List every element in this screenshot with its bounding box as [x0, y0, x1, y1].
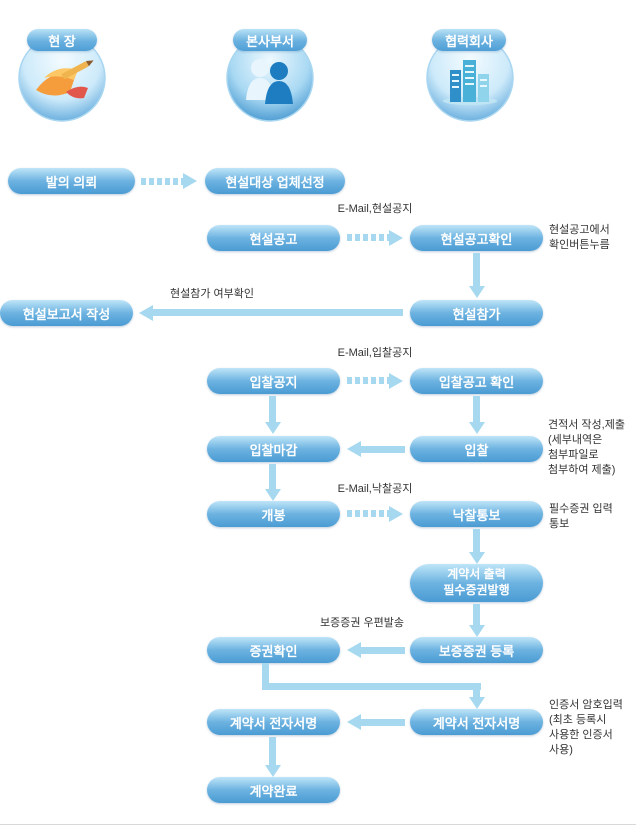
node-site-notice-check: 현설공고확인: [410, 225, 543, 251]
node-bid-notice: 입찰공지: [207, 368, 340, 394]
note-bid: 견적서 작성,제출 (세부내역은 첨부파일로 첨부하여 제출): [548, 419, 625, 476]
node-contract-print: 계약서 출력 필수증권발행: [410, 564, 543, 602]
node-bid-notice-check: 입찰공고 확인: [410, 368, 543, 394]
node-esign-hq: 계약서 전자서명: [207, 709, 340, 735]
node-bond-check: 증권확인: [207, 637, 340, 663]
note-esign: 인증서 암호입력 (최초 등록시 사용한 인증서 사용): [549, 699, 623, 756]
label-join-confirm: 현설참가 여부확인: [169, 288, 254, 300]
node-esign-partner: 계약서 전자서명: [410, 709, 543, 735]
node-site-notice: 현설공고: [207, 225, 340, 251]
buildings-icon: [426, 34, 514, 122]
label-email-bid: E-Mail,입찰공지: [337, 347, 413, 359]
lane-label-partner: 협력회사: [432, 29, 506, 51]
node-select-company: 현설대상 업체선정: [205, 168, 345, 194]
art-supplies-icon: [18, 34, 106, 122]
lane-label-hq: 본사부서: [233, 29, 307, 51]
node-opening: 개봉: [207, 501, 340, 527]
note-site-check: 현설공고에서 확인버튼누름: [549, 224, 610, 251]
lane-label-site: 현 장: [27, 29, 97, 51]
node-site-join: 현설참가: [410, 300, 543, 326]
label-email-site: E-Mail,현설공지: [337, 203, 413, 215]
label-email-award: E-Mail,낙찰공지: [337, 483, 413, 495]
node-bond-register: 보증증권 등록: [410, 637, 543, 663]
node-request: 발의 의뢰: [8, 168, 135, 194]
label-bond-mail: 보증증권 우편발송: [319, 617, 404, 629]
node-site-report: 현설보고서 작성: [0, 300, 133, 326]
node-bid: 입찰: [410, 436, 543, 462]
node-award-notice: 낙찰통보: [410, 501, 543, 527]
node-bid-close: 입찰마감: [207, 436, 340, 462]
node-complete: 계약완료: [207, 777, 340, 803]
note-award: 필수증권 입력 통보: [549, 503, 613, 530]
bottom-divider: [0, 824, 636, 825]
people-icon: [226, 34, 314, 122]
